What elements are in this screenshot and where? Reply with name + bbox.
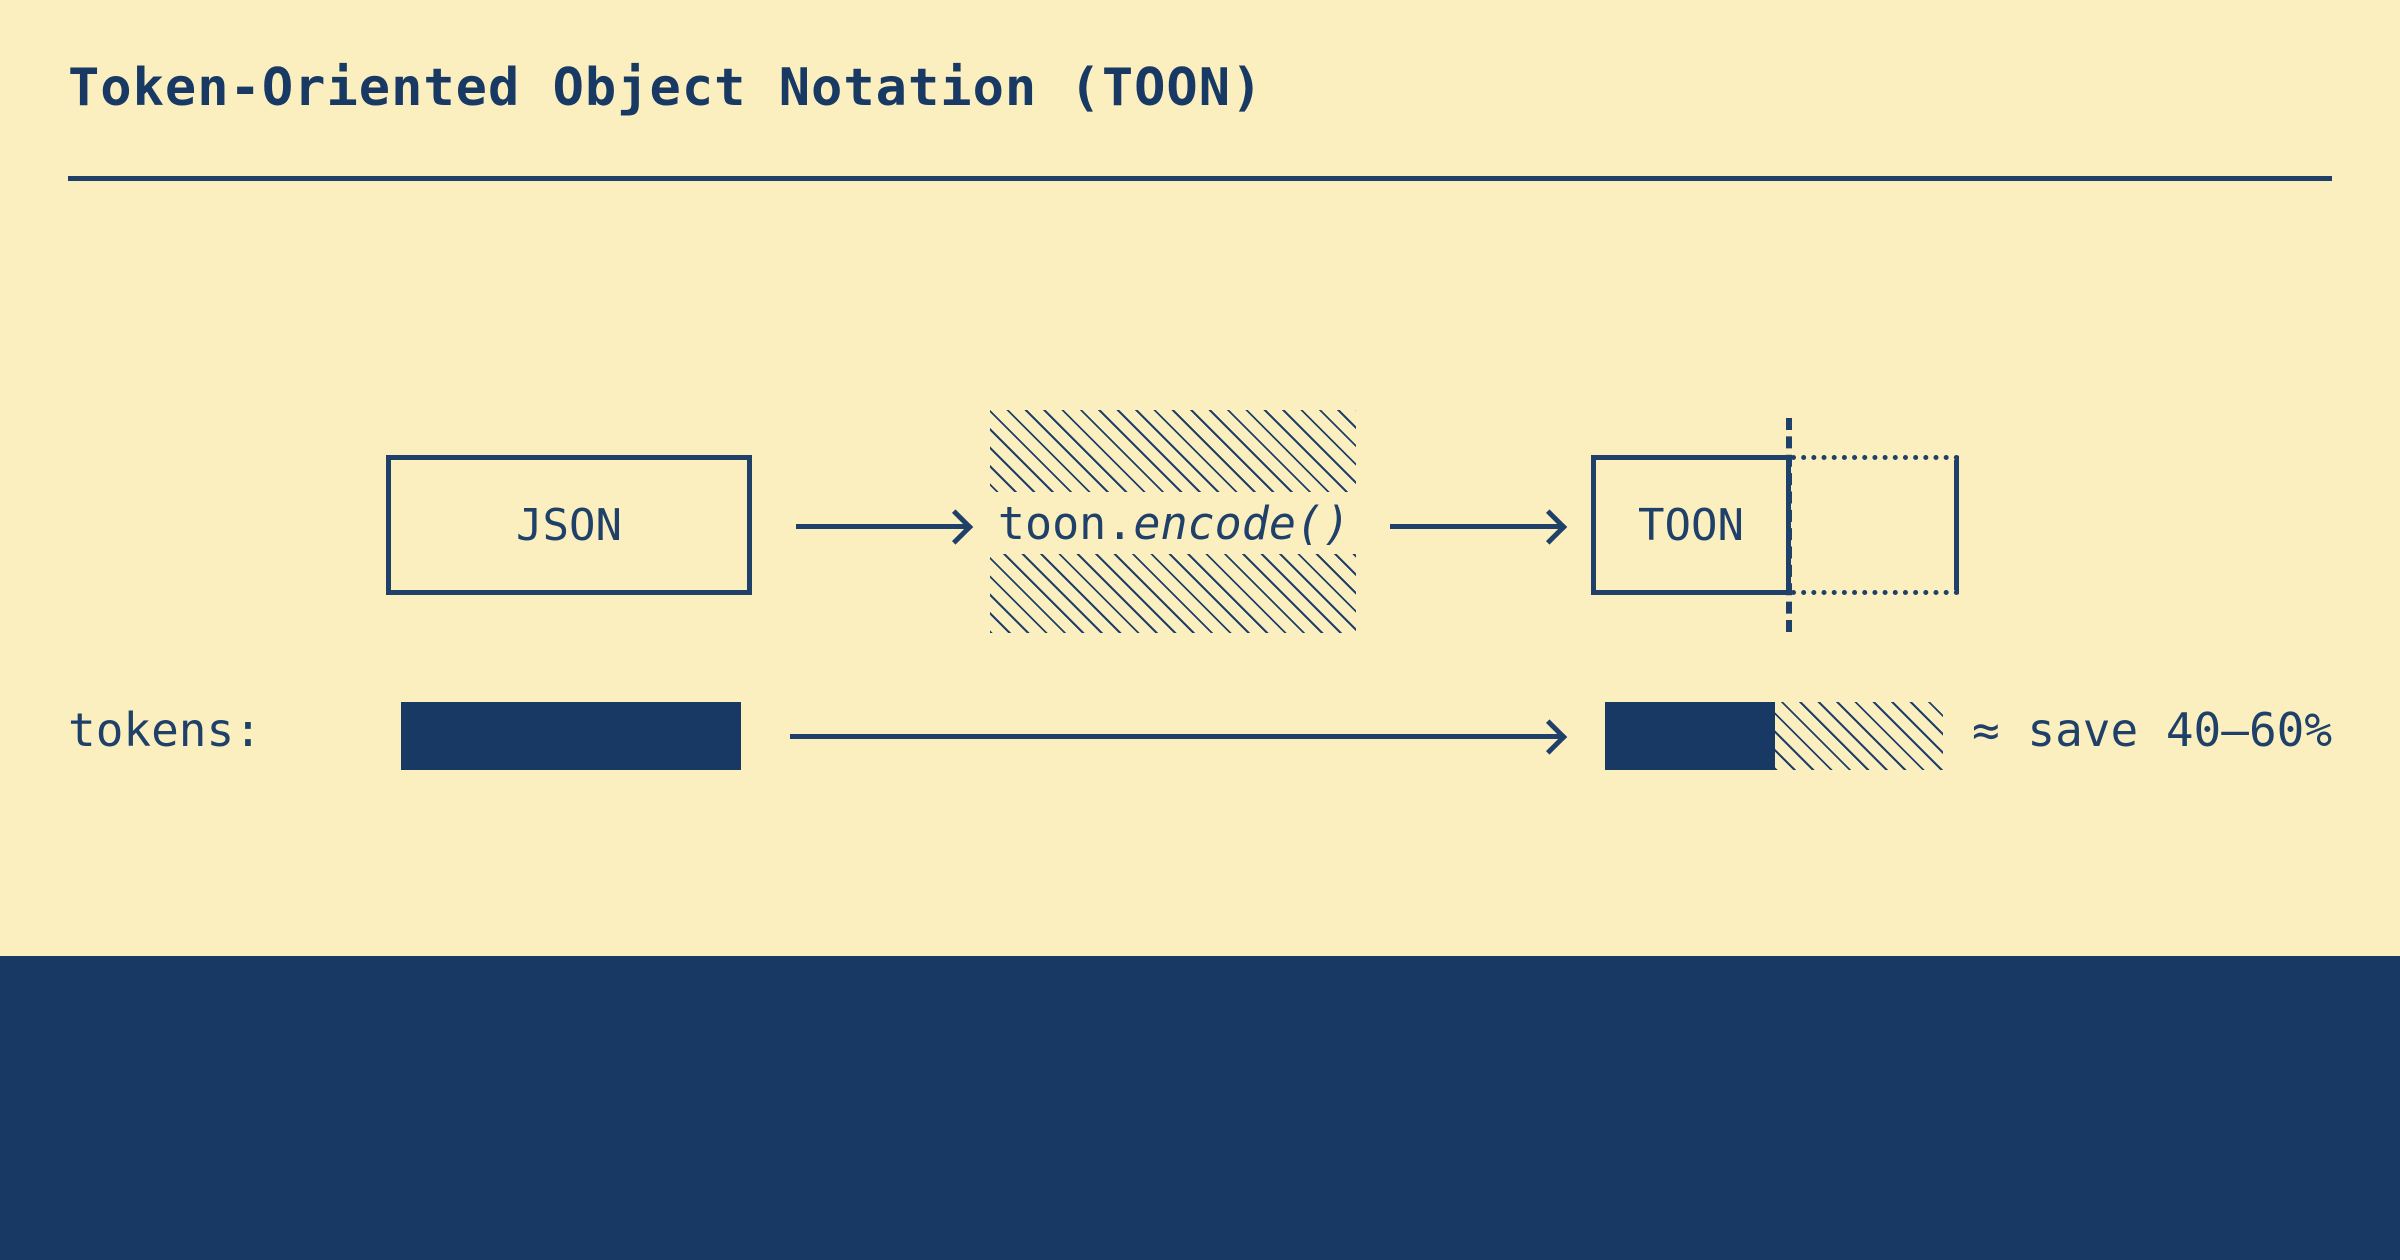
tokens-bar-toon-used <box>1605 702 1775 770</box>
toon-box-saved-region <box>1791 455 1959 595</box>
tokens-bar-json <box>401 702 741 770</box>
arrow-encode-to-toon-icon <box>1390 524 1560 529</box>
json-box-label: JSON <box>516 499 622 551</box>
tokens-bar-toon-saved <box>1775 702 1943 770</box>
title-divider-rule <box>68 176 2332 181</box>
arrow-tokens-comparison-icon <box>790 734 1560 739</box>
page-title: Token-Oriented Object Notation (TOON) <box>68 58 1264 118</box>
toon-box-dashed-divider <box>1786 418 1792 632</box>
tokens-row-label: tokens: <box>68 703 262 757</box>
encoder-label-italic: encode() <box>1133 496 1351 550</box>
toon-box-label: TOON <box>1638 499 1744 551</box>
savings-note: ≈ save 40–60% <box>1972 703 2333 757</box>
encoder-label-backdrop <box>986 492 1362 554</box>
arrow-json-to-encode-icon <box>796 524 966 529</box>
encoder-label-plain: toon. <box>997 496 1134 550</box>
sample-panel: sample: JSON → { "tags": ["jazz", "chill… <box>0 956 2400 1260</box>
json-box <box>386 455 752 595</box>
encoder-label: toon.encode() <box>986 492 1362 554</box>
